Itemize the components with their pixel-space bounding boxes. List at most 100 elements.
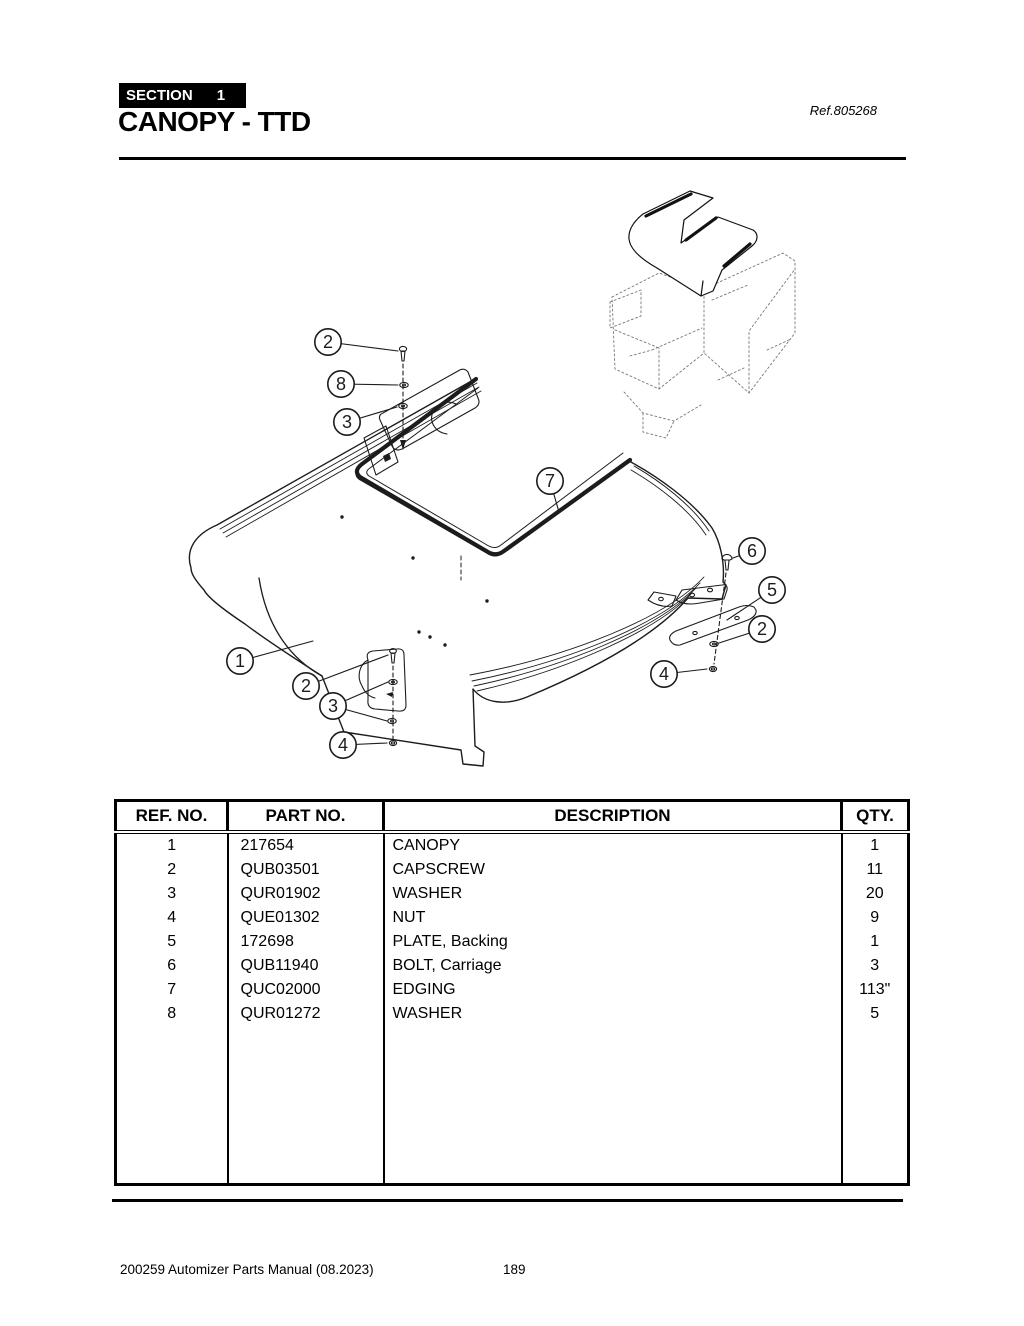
callout-circle — [328, 730, 357, 759]
description-cell: BOLT, Carriage — [382, 954, 843, 978]
callout-circle — [737, 536, 766, 565]
qty-cell: 113" — [840, 978, 910, 1002]
roof-rib-lines-rear — [630, 465, 710, 536]
qty-cell: 11 — [840, 858, 910, 882]
part-no-cell: QUB11940 — [226, 954, 385, 978]
callout-4: 4 — [649, 659, 678, 688]
page-title: CANOPY - TTD — [118, 106, 311, 137]
part-no-cell: 217654 — [226, 832, 385, 858]
callout-circle — [535, 466, 564, 495]
qty-cell: 1 — [840, 832, 910, 858]
qty-cell: 1 — [840, 930, 910, 954]
ref-no-cell: 2 — [114, 858, 229, 882]
qty-cell: 5 — [840, 1002, 910, 1026]
callout-4: 4 — [328, 730, 357, 759]
fastener-stack-top — [398, 345, 409, 450]
callout-circle — [291, 671, 320, 700]
callout-3: 3 — [318, 691, 347, 720]
table-header-row: REF. NO. PART NO. DESCRIPTION QTY. — [114, 799, 910, 834]
callout-number: 2 — [301, 676, 311, 696]
callout-number: 6 — [747, 541, 757, 561]
part-no-cell: QUR01272 — [226, 1002, 385, 1026]
table-filler-row — [114, 1026, 910, 1186]
callout-circle — [757, 575, 786, 604]
col-part-no: PART NO. — [226, 799, 385, 834]
window-flap — [363, 368, 480, 476]
mounting-flange-right — [647, 584, 728, 607]
backing-plate — [669, 604, 757, 646]
part-no-cell: 172698 — [226, 930, 385, 954]
ref-no-cell: 6 — [114, 954, 229, 978]
callout-number: 4 — [338, 735, 348, 755]
rivet-dots — [340, 515, 489, 647]
canopy-edging — [354, 376, 633, 557]
part-no-cell: QUR01902 — [226, 882, 385, 906]
empty-cell — [382, 1026, 843, 1186]
washer-icon — [388, 678, 398, 686]
callout-circle — [318, 691, 347, 720]
washer-icon — [399, 381, 409, 389]
section-banner: SECTION 1 — [119, 83, 246, 108]
description-cell: PLATE, Backing — [382, 930, 843, 954]
col-qty: QTY. — [840, 799, 910, 834]
ref-no-cell: 5 — [114, 930, 229, 954]
description-cell: WASHER — [382, 882, 843, 906]
ref-no-cell: 1 — [114, 832, 229, 858]
section-label: SECTION — [126, 87, 193, 104]
front-bulge-line — [258, 577, 323, 677]
section-number: 1 — [216, 87, 226, 104]
ref-no-cell: 7 — [114, 978, 229, 1002]
roof-rib-lines-left — [219, 382, 482, 538]
col-ref-no: REF. NO. — [114, 799, 229, 834]
canopy-outline — [188, 378, 727, 767]
empty-cell — [114, 1026, 229, 1186]
arrow-icon — [400, 440, 406, 450]
callout-number: 5 — [767, 580, 777, 600]
callout-leader-line — [305, 654, 389, 687]
callout-8: 8 — [326, 369, 355, 398]
callout-circle — [313, 327, 342, 356]
header-rule — [119, 157, 906, 160]
capscrew-icon — [398, 345, 408, 353]
nut-icon — [388, 739, 398, 747]
callout-circle — [332, 407, 361, 436]
description-cell: WASHER — [382, 1002, 843, 1026]
empty-cell — [226, 1026, 385, 1186]
washer-icon — [709, 640, 719, 648]
callout-number: 2 — [757, 619, 767, 639]
footer-page-number: 189 — [503, 1262, 526, 1277]
ref-no-cell: 8 — [114, 1002, 229, 1026]
ref-no-cell: 3 — [114, 882, 229, 906]
callout-circle — [747, 614, 776, 643]
fastener-stack-right — [708, 553, 733, 673]
footer-manual-info: 200259 Automizer Parts Manual (08.2023) — [120, 1262, 374, 1277]
washer-icon — [387, 717, 397, 725]
callout-6: 6 — [737, 536, 766, 565]
callout-3: 3 — [332, 407, 361, 436]
callout-2: 2 — [313, 327, 342, 356]
empty-cell — [840, 1026, 910, 1186]
ref-code: Ref.805268 — [809, 103, 877, 118]
callout-number: 3 — [328, 696, 338, 716]
callout-number: 7 — [545, 471, 555, 491]
description-cell: CAPSCREW — [382, 858, 843, 882]
description-cell: EDGING — [382, 978, 843, 1002]
part-no-cell: QUE01302 — [226, 906, 385, 930]
callout-2: 2 — [291, 671, 320, 700]
qty-cell: 9 — [840, 906, 910, 930]
part-no-cell: QUB03501 — [226, 858, 385, 882]
callout-7: 7 — [535, 466, 564, 495]
callout-number: 2 — [323, 332, 333, 352]
callout-1: 1 — [226, 646, 255, 675]
callout-number: 3 — [342, 412, 352, 432]
